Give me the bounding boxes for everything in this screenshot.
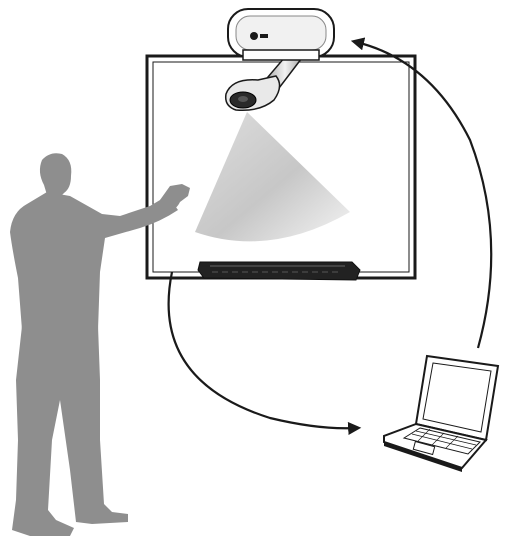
arrow-whiteboard-to-laptop xyxy=(169,272,356,428)
ceiling-projector xyxy=(228,9,334,60)
pen-tray xyxy=(198,262,360,280)
laptop xyxy=(384,356,498,472)
presenter-silhouette xyxy=(10,153,190,536)
